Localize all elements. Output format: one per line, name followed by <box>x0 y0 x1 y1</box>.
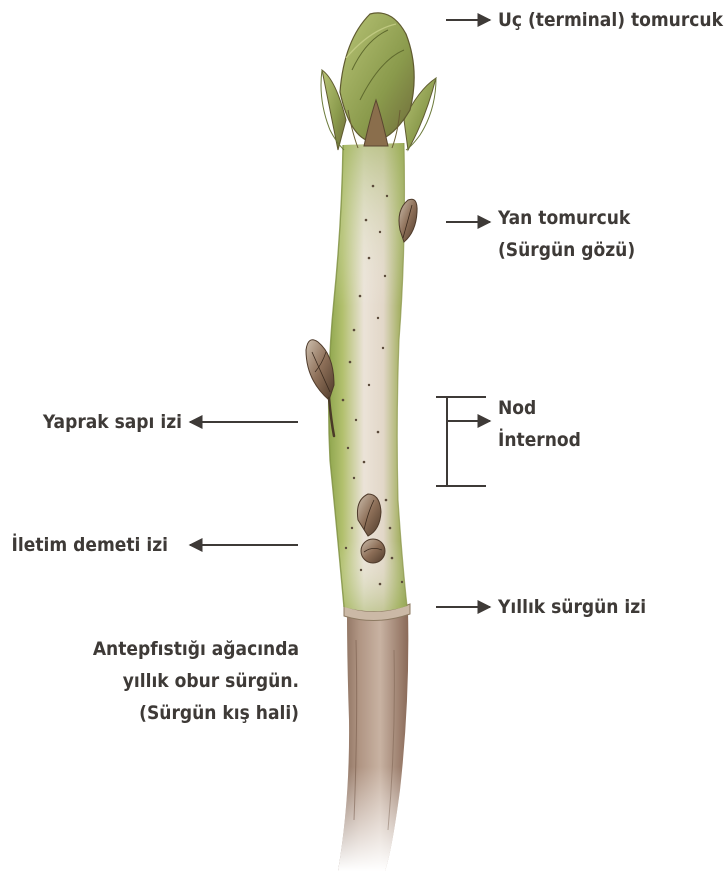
caption-line-3: (Sürgün kış hali) <box>139 701 299 726</box>
label-annual-shoot-scar: Yıllık sürgün izi <box>498 595 646 620</box>
label-lateral-bud: Yan tomurcuk <box>498 206 630 231</box>
caption-line-1: Antepfıstığı ağacında <box>93 637 299 662</box>
label-leaf-scar: Yaprak sapı izi <box>43 410 182 435</box>
label-lateral-bud-sub: (Sürgün gözü) <box>498 238 635 263</box>
caption-line-2: yıllık obur sürgün. <box>123 669 299 694</box>
label-terminal-bud: Uç (terminal) tomurcuk <box>498 8 723 33</box>
label-internode: İnternod <box>498 428 581 453</box>
node-bracket <box>436 397 486 486</box>
label-bundle-scar: İletim demeti izi <box>12 533 168 558</box>
label-node: Nod <box>498 396 536 421</box>
old-wood-segment <box>338 610 408 871</box>
terminal-bud <box>321 13 436 150</box>
